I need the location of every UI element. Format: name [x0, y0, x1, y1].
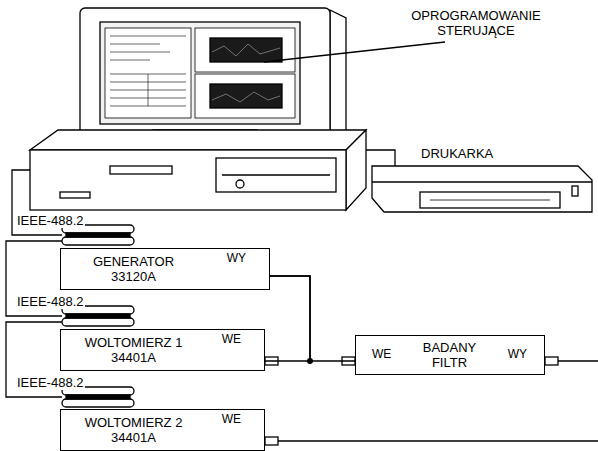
signal-wire	[270, 276, 355, 361]
port-label: WE	[222, 412, 241, 427]
bus-label: IEEE-488.2	[16, 213, 85, 228]
instrument-box: WOLTOMIERZ 1 34401A WE	[60, 329, 265, 371]
bus-label: IEEE-488.2	[16, 294, 85, 309]
signal-wire	[265, 276, 310, 361]
measurement-wire	[278, 440, 598, 442]
instrument-name: WOLTOMIERZ 1 34401A	[71, 335, 196, 365]
bus-label: IEEE-488.2	[16, 375, 85, 390]
instrument-box: GENERATOR 33120A WY	[60, 248, 270, 290]
instrument-box: WE BADANY FILTR WY	[355, 335, 545, 375]
instrument-box: WOLTOMIERZ 2 34401A WE	[60, 409, 265, 451]
bus-cable	[6, 170, 62, 397]
bnc-plug	[545, 357, 558, 365]
port-label: WY	[508, 347, 527, 362]
instrument-name: GENERATOR 33120A	[71, 254, 196, 284]
instrument-name: WOLTOMIERZ 2 34401A	[71, 415, 196, 445]
callout-label: OPROGRAMOWANIE STERUJĄCE	[400, 8, 552, 38]
port-label: WE	[222, 332, 241, 347]
monitor	[80, 8, 346, 138]
leader-line	[264, 42, 445, 62]
output-wire	[558, 360, 598, 362]
computer-case	[30, 130, 366, 210]
junction-dot	[307, 358, 313, 364]
port-label: WY	[227, 251, 246, 266]
instrument-name: WE	[372, 347, 391, 362]
instrument-name: BADANY FILTR	[411, 340, 489, 370]
device-label: DRUKARKA	[420, 146, 494, 161]
bnc-plug	[265, 437, 278, 445]
